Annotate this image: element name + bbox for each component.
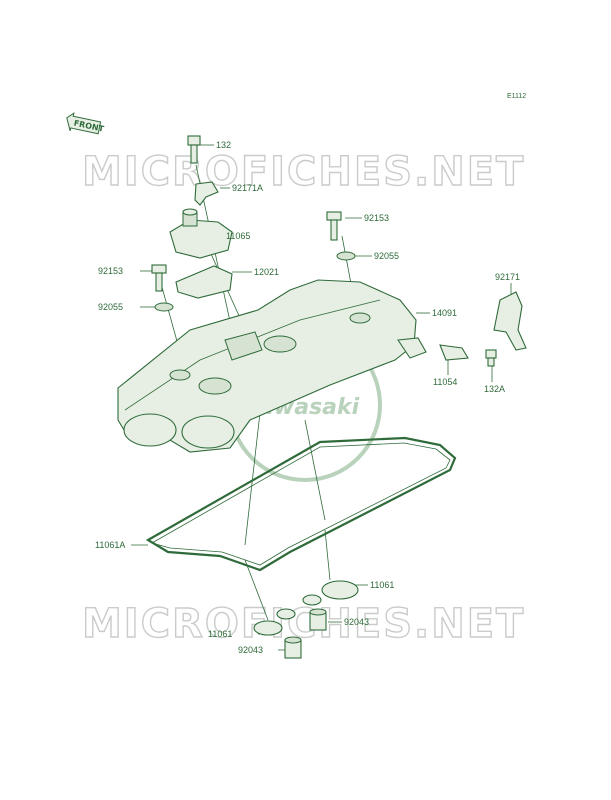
bolt-92153-right [326, 211, 342, 241]
bolt-132a [485, 349, 497, 367]
callout-92043-right: 92043 [344, 617, 369, 627]
callout-132: 132 [216, 140, 231, 150]
ring-11061-left [253, 620, 283, 636]
watermark-bottom: MICROFICHES.NET [82, 601, 525, 647]
bolt-132 [187, 135, 201, 164]
front-arrow-icon: FRONT [66, 112, 105, 135]
callout-14091: 14091 [432, 308, 457, 318]
dowel-92043-left [284, 636, 302, 659]
callout-92043-left: 92043 [238, 645, 263, 655]
watermark-top: MICROFICHES.NET [82, 149, 525, 195]
washer-92055-right [336, 251, 356, 261]
ring-11061-left-small [276, 608, 296, 620]
callout-92055-left: 92055 [98, 302, 123, 312]
callout-11065: 11065 [226, 231, 250, 241]
callout-11061-right: 11061 [370, 580, 394, 590]
gasket-11061a [145, 436, 457, 572]
bolt-92153-left [151, 264, 167, 292]
cap-housing-11065 [169, 208, 233, 259]
ring-11061-small [302, 594, 322, 606]
callout-92055-right: 92055 [374, 251, 399, 261]
callout-12021: 12021 [254, 267, 279, 277]
dowel-92043-right [309, 608, 327, 631]
callout-92153-left: 92153 [98, 266, 123, 276]
plate-12021 [175, 265, 233, 299]
callout-11061-left: 11061 [208, 629, 232, 639]
head-cover-14091 [117, 279, 427, 453]
bracket-92171a [194, 181, 219, 206]
callout-92171: 92171 [495, 272, 520, 282]
ring-11061-right [321, 580, 359, 600]
callout-92171a: 92171A [232, 183, 263, 193]
bracket-11054 [439, 344, 469, 361]
callout-92153-right: 92153 [364, 213, 389, 223]
diagram-code: E1112 [507, 93, 526, 100]
washer-92055-left [154, 302, 174, 312]
bracket-92171 [493, 291, 527, 351]
callout-11061a: 11061A [95, 540, 125, 550]
callout-11054: 11054 [433, 377, 457, 387]
callout-labels: 132 92171A 11065 92153 92055 12021 92153… [95, 140, 520, 655]
callout-132a: 132A [484, 384, 505, 394]
